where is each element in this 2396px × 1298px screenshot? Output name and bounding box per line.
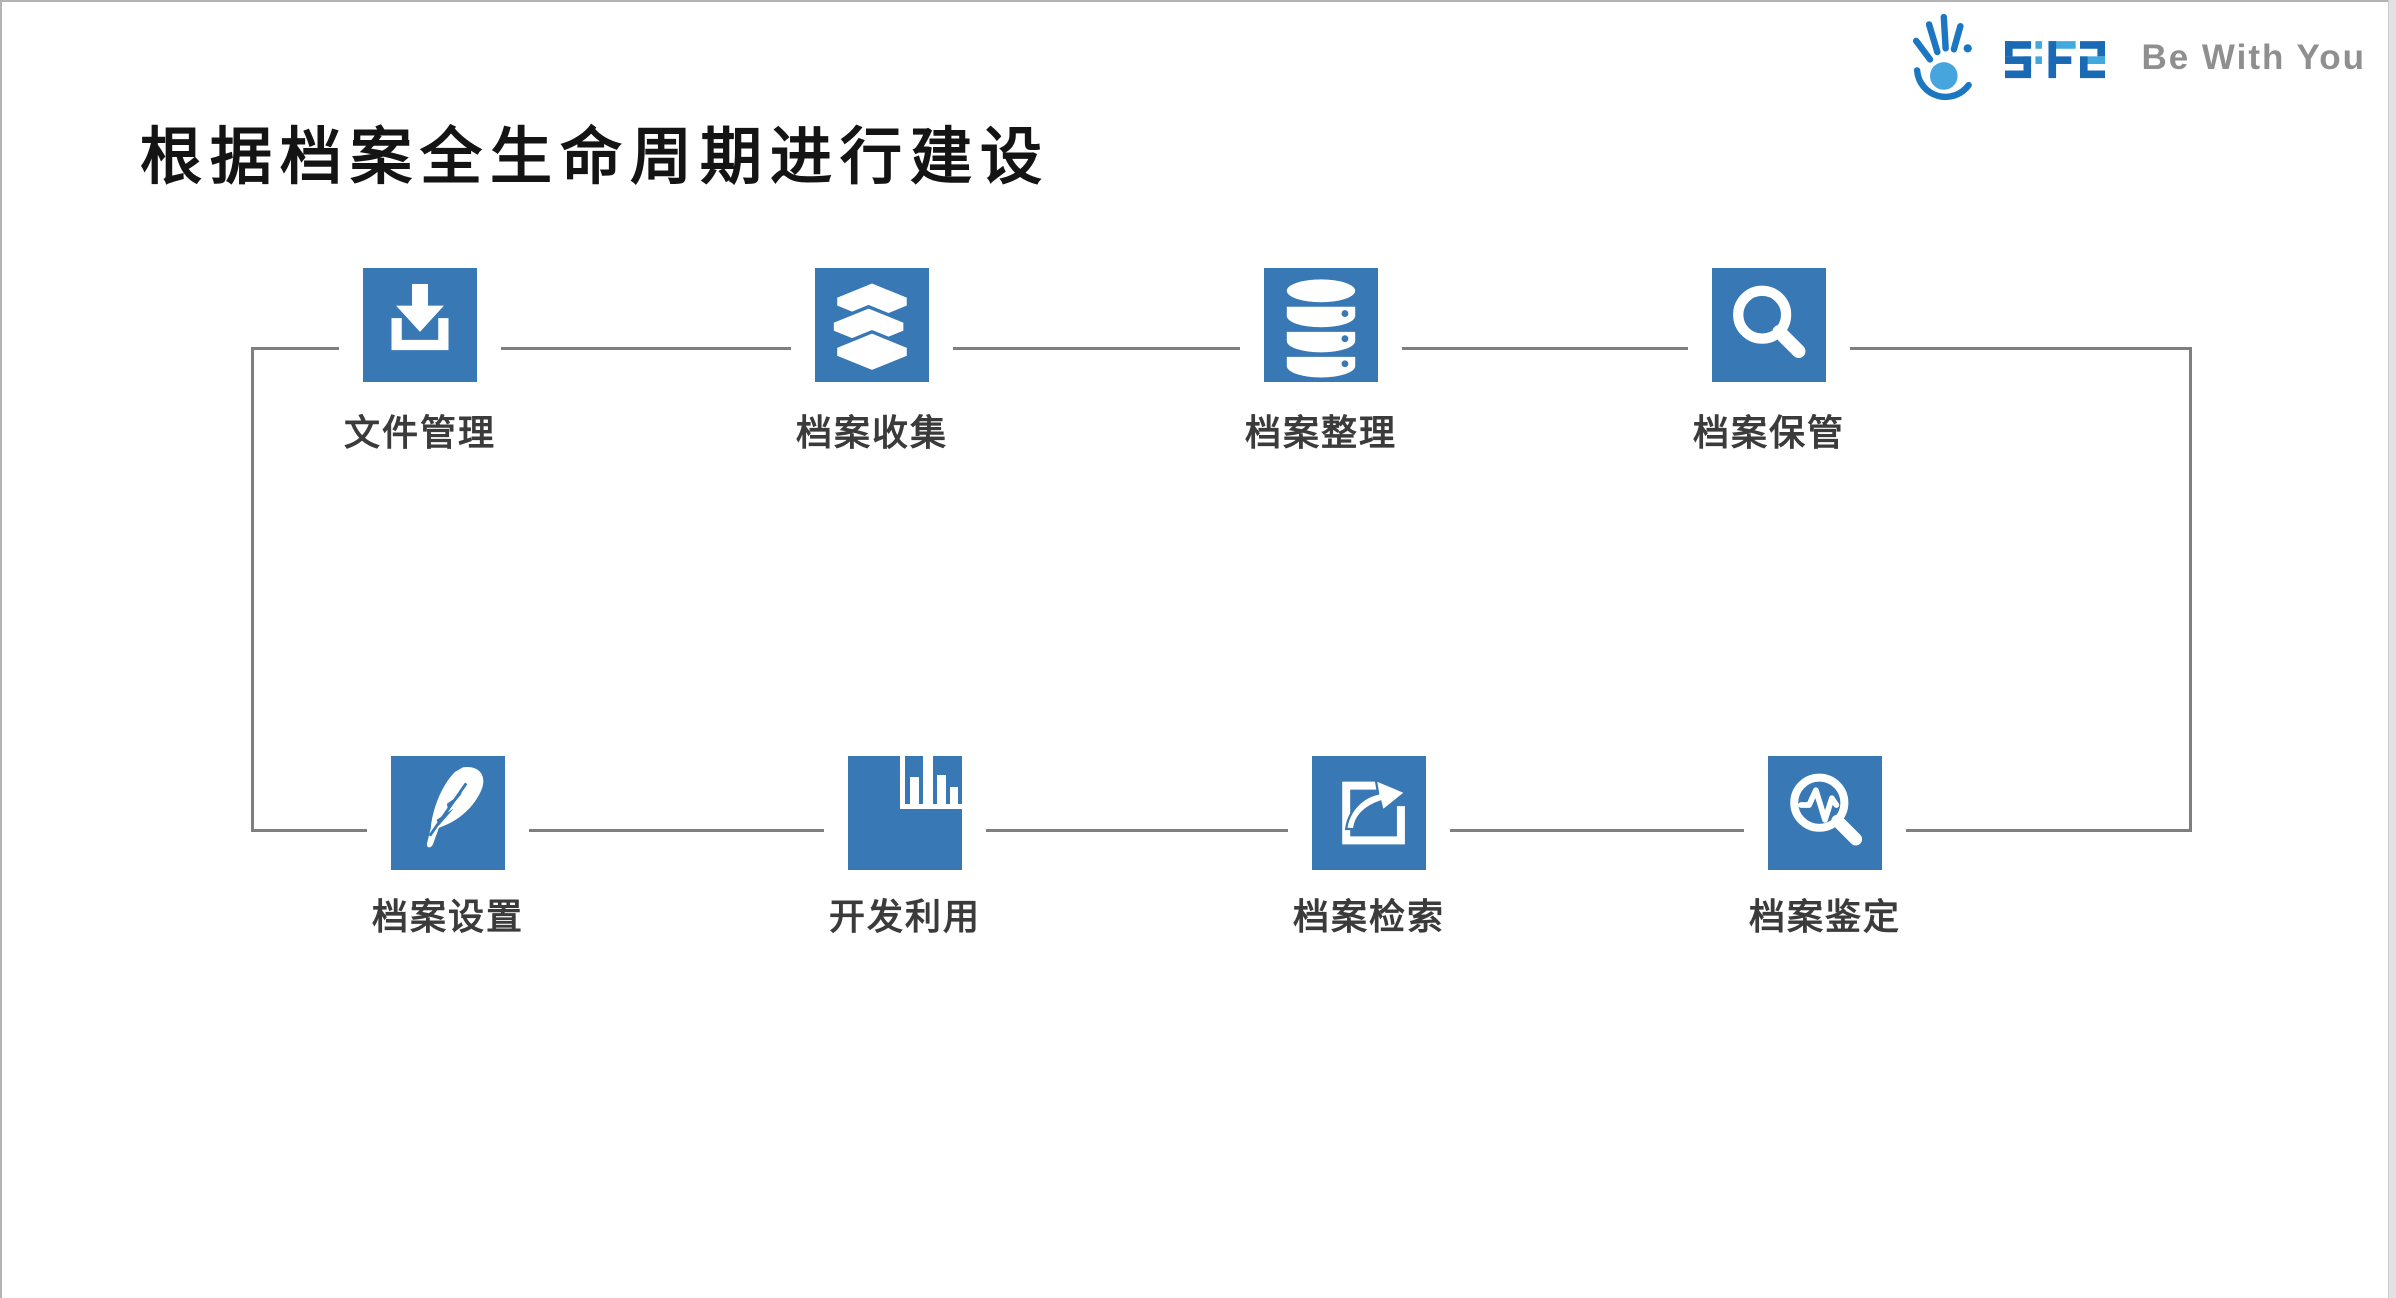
node-label: 档案设置 <box>371 896 524 937</box>
scrollbar-track[interactable] <box>2388 0 2396 1298</box>
node-label: 档案整理 <box>1244 412 1397 453</box>
process-node-archive-organization: 档案整理 <box>1240 268 1402 456</box>
window-top-border <box>0 0 2396 2</box>
process-node-archive-collection: 档案收集 <box>791 268 953 456</box>
node-label: 文件管理 <box>343 412 496 453</box>
node-label: 开发利用 <box>828 896 981 937</box>
process-node-archive-storage: 档案保管 <box>1688 268 1850 456</box>
process-node-archive-retrieval: 档案检索 <box>1288 756 1450 940</box>
brand-logo: Be With You <box>1907 8 2366 108</box>
bar-chart-icon <box>848 756 962 870</box>
node-label: 档案检索 <box>1292 896 1445 937</box>
window-left-border <box>0 0 2 1298</box>
feather-icon <box>391 756 505 870</box>
hand-logo-icon <box>1913 13 1973 101</box>
process-node-archive-settings: 档案设置 <box>367 756 529 940</box>
process-node-development-utilization: 开发利用 <box>824 756 986 940</box>
sfs-wordmark-icon <box>2005 41 2106 79</box>
process-node-archive-appraisal: 档案鉴定 <box>1744 756 1906 940</box>
node-label: 档案保管 <box>1692 412 1845 453</box>
export-arrow-icon <box>1312 756 1426 870</box>
download-tray-icon <box>363 268 477 382</box>
books-stack-icon <box>815 268 929 382</box>
process-node-file-management: 文件管理 <box>339 268 501 456</box>
flow-loop-line <box>251 347 2192 832</box>
page-title: 根据档案全生命周期进行建设 <box>140 123 1051 192</box>
node-label: 档案收集 <box>795 412 948 453</box>
search-icon <box>1712 268 1826 382</box>
search-pulse-icon <box>1768 756 1882 870</box>
database-icon <box>1264 268 1378 382</box>
brand-tagline: Be With You <box>2141 38 2366 77</box>
node-label: 档案鉴定 <box>1748 896 1901 937</box>
